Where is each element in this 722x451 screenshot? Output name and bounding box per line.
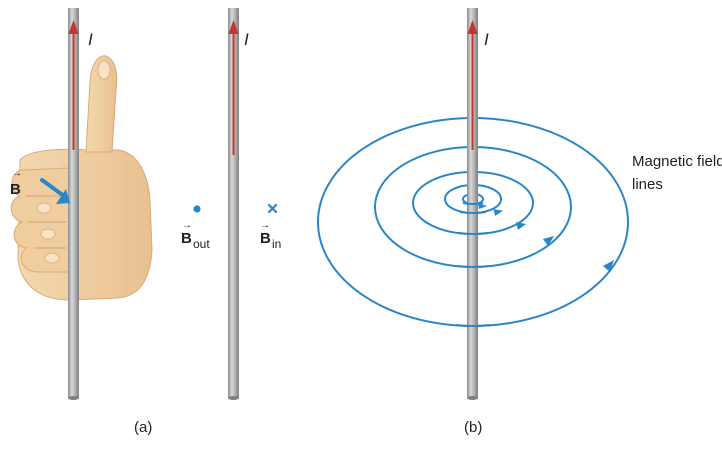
current-arrowhead-b <box>467 20 478 34</box>
b-out-vector-mark: → <box>182 220 192 231</box>
field-arrow-5 <box>603 260 614 272</box>
field-arrow-3 <box>516 222 526 230</box>
current-arrowhead-a-left <box>68 20 79 34</box>
current-label-a-left: I <box>88 30 93 49</box>
current-arrowhead-a-right <box>228 20 239 34</box>
b-vector-mark: → <box>12 168 22 179</box>
b-field-label: B <box>10 181 21 198</box>
panel-b: I Magnetic field lines (b) <box>317 8 722 436</box>
field-lines-label-line2: lines <box>632 176 663 193</box>
wire-a-right <box>228 8 239 400</box>
field-lines-front <box>455 202 491 327</box>
field-arrow-4 <box>543 236 554 246</box>
field-arrow-2 <box>493 209 504 216</box>
b-field-arrow <box>40 178 70 204</box>
b-in-label: B <box>260 230 271 247</box>
b-out-subscript: out <box>193 237 210 251</box>
cross-into-page-icon <box>267 203 278 214</box>
current-label-a-right: I <box>244 30 249 49</box>
caption-b: (b) <box>464 419 482 436</box>
b-out-label: B <box>181 230 192 247</box>
field-lines-label-line1: Magnetic field <box>632 153 722 170</box>
caption-a: (a) <box>134 419 152 436</box>
field-direction-arrows <box>478 203 614 272</box>
wire-a-left <box>68 8 79 400</box>
field-arrow-1 <box>478 203 487 209</box>
dot-out-of-page-icon <box>193 205 201 213</box>
b-in-vector-mark: → <box>260 220 270 231</box>
b-in-subscript: in <box>272 237 281 251</box>
panel-a: I B → I → B out → B in (a) <box>10 8 281 436</box>
current-label-b: I <box>484 30 489 49</box>
